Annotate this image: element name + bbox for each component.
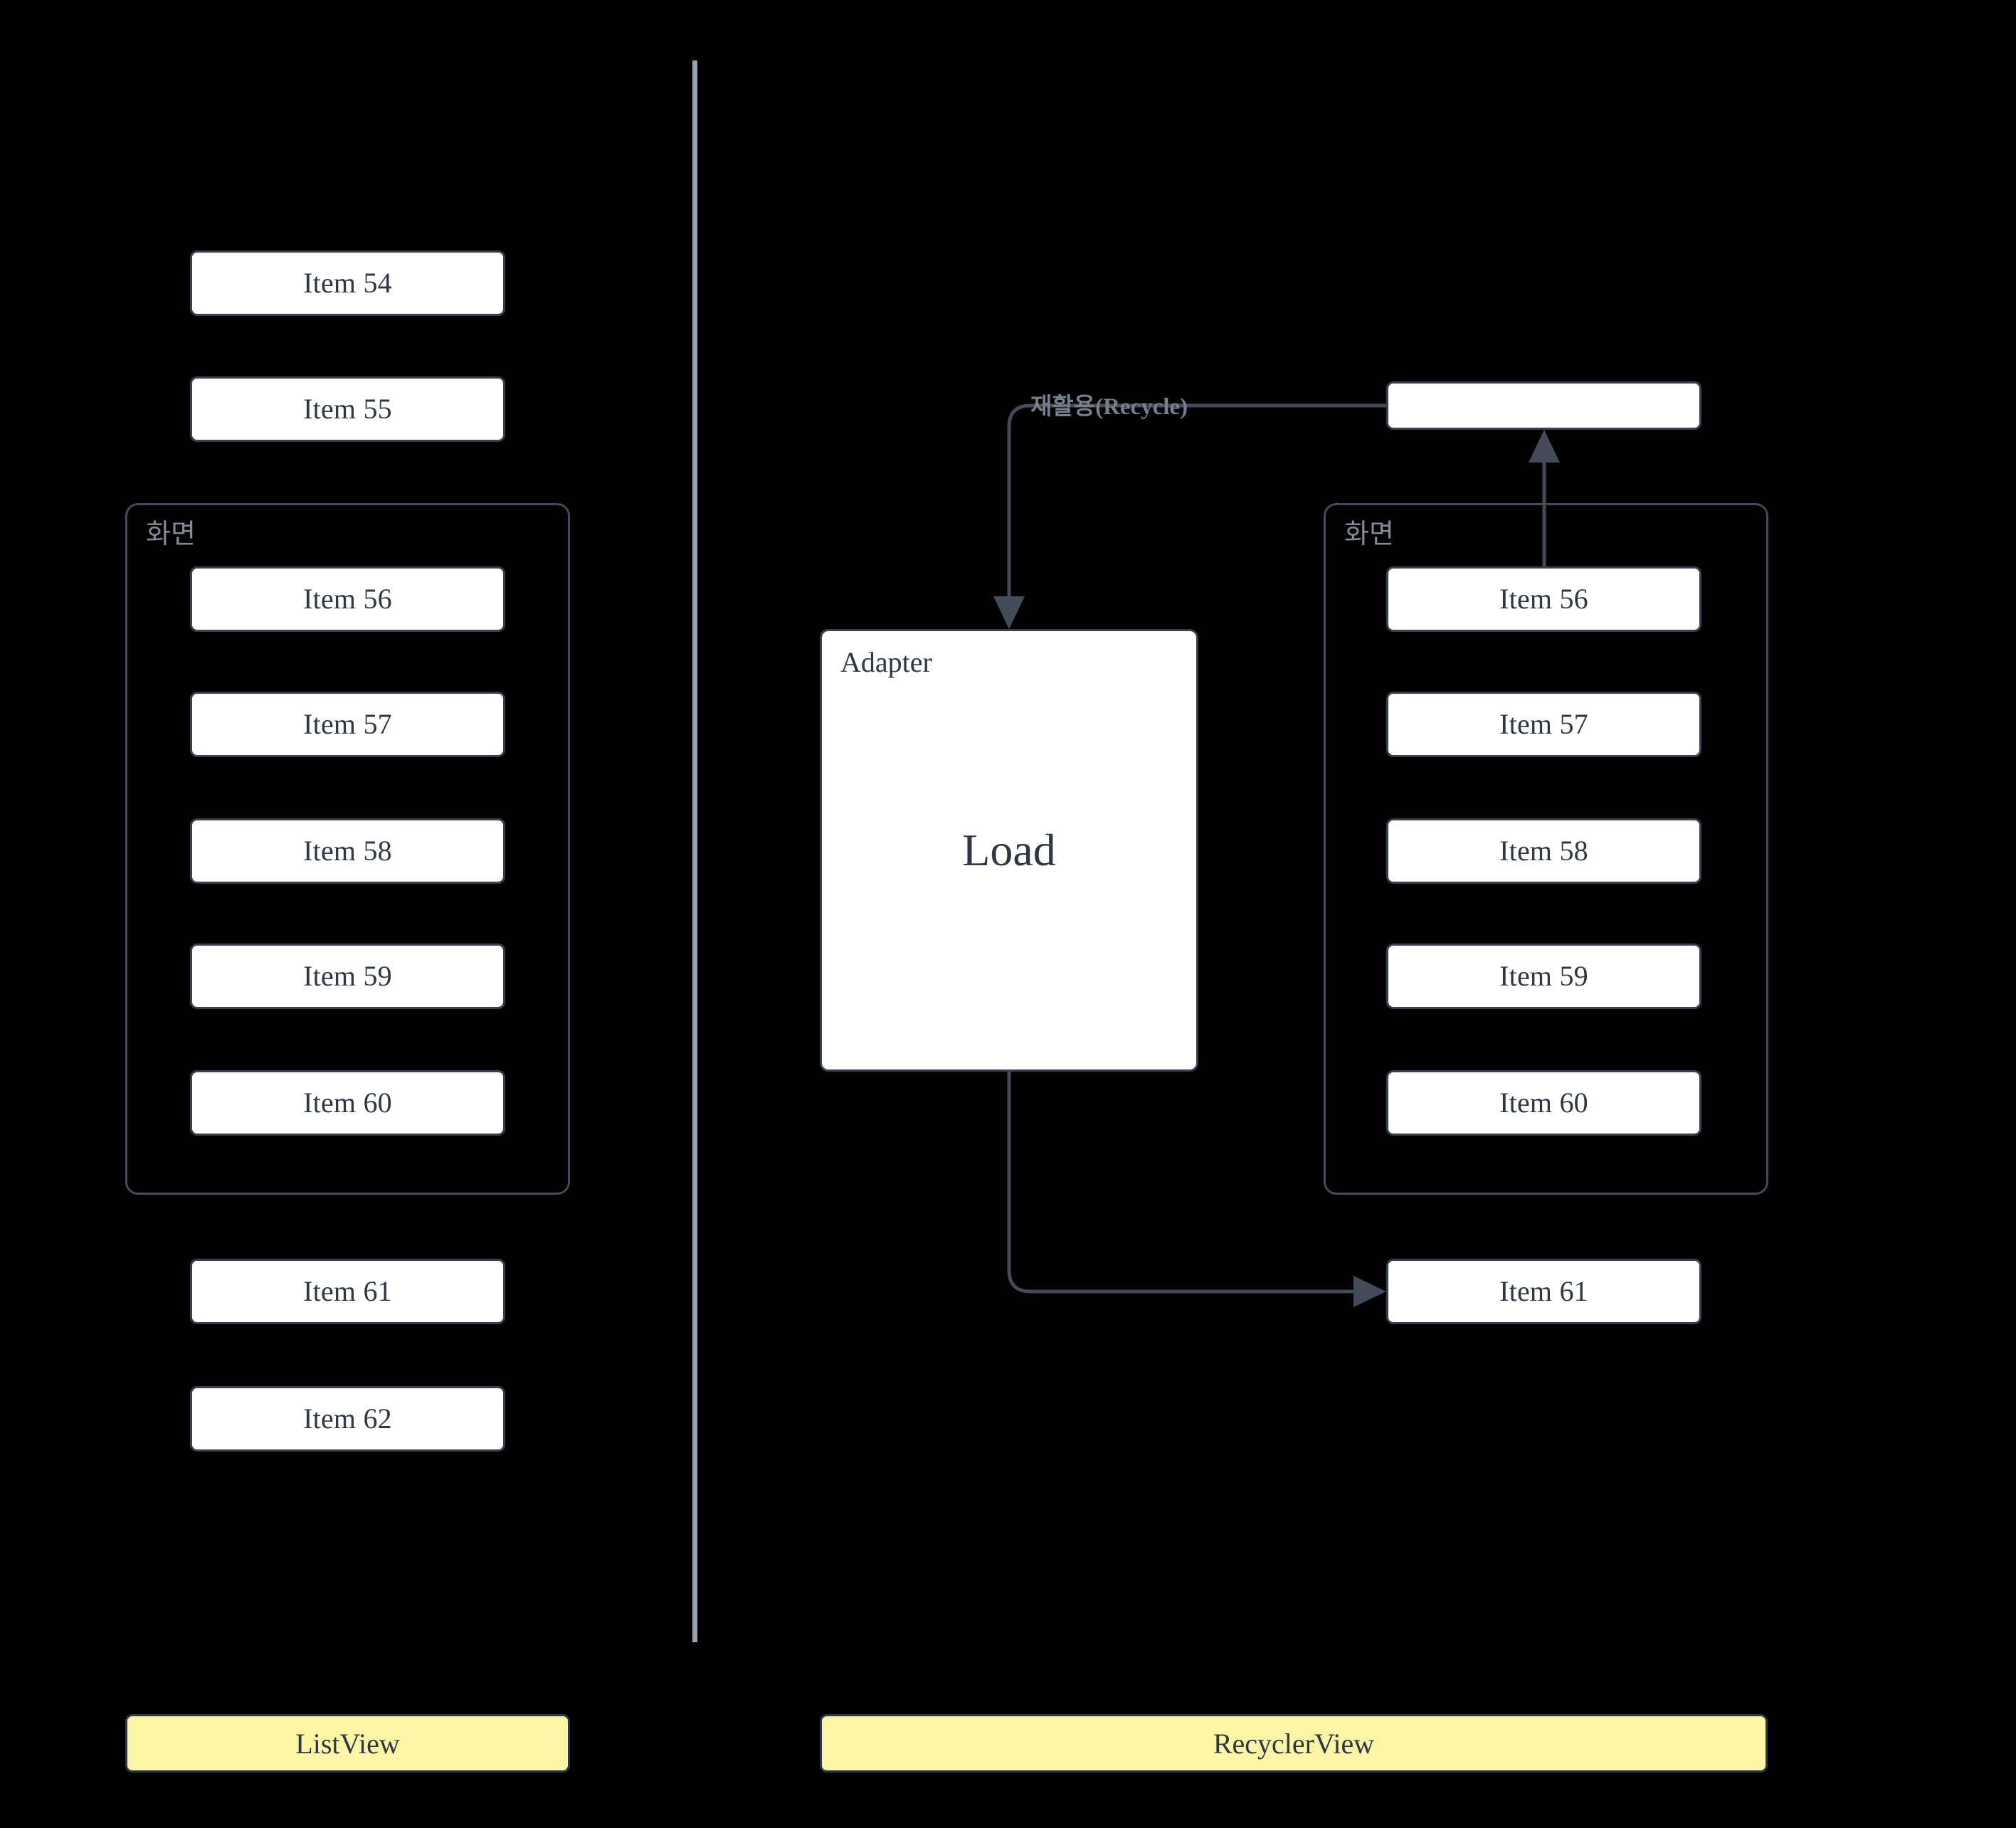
recycle-arrowhead [993,596,1025,629]
list-item[interactable]: Item 55 [190,376,505,442]
list-item[interactable]: Item 54 [190,250,505,316]
list-item[interactable]: Item 57 [190,692,505,757]
bind-arrowhead [1529,430,1560,463]
screen-container-left: 화면 [125,503,570,1195]
list-item-label: Item 61 [1499,1275,1588,1307]
list-item-label: Item 57 [1499,708,1588,740]
recycled-view-holder[interactable] [1386,381,1701,430]
list-item[interactable]: Item 59 [190,944,505,1009]
list-item-label: Item 60 [1499,1087,1588,1119]
screen-label: 화면 [1344,519,1394,549]
vertical-divider [692,60,697,1642]
list-item[interactable]: Item 60 [1386,1070,1701,1136]
list-item-label: Item 56 [303,583,392,615]
list-item[interactable]: Item 57 [1386,692,1701,757]
list-item[interactable]: Item 61 [190,1259,505,1324]
list-item-label: Item 58 [1499,835,1588,867]
legend-listview-label: ListView [295,1727,400,1760]
legend-recyclerview[interactable]: RecyclerView [820,1714,1768,1772]
list-item-label: Item 54 [303,267,392,299]
list-item-label: Item 56 [1499,583,1588,615]
list-item-label: Item 59 [303,960,392,992]
list-item-label: Item 55 [303,393,392,425]
screen-label: 화면 [146,519,196,549]
list-item[interactable]: Item 56 [190,566,505,632]
adapter-title: Adapter [840,646,932,678]
load-arrowhead [1353,1276,1386,1307]
list-item-label: Item 61 [303,1275,392,1307]
adapter-load-label: Load [962,825,1056,875]
list-item-label: Item 59 [1499,960,1588,992]
list-item-label: Item 57 [303,708,392,740]
list-item[interactable]: Item 59 [1386,944,1701,1009]
list-item-label: Item 60 [303,1087,392,1119]
legend-listview[interactable]: ListView [125,1714,570,1772]
list-item[interactable]: Item 58 [190,818,505,884]
list-item[interactable]: Item 62 [190,1386,505,1452]
list-item[interactable]: Item 58 [1386,818,1701,884]
list-item-label: Item 62 [303,1402,392,1435]
list-item-label: Item 58 [303,835,392,867]
list-item[interactable]: Item 60 [190,1070,505,1136]
recycle-edge-label: 재활용(Recycle) [1030,393,1188,420]
adapter-box[interactable]: Adapter Load [820,629,1198,1072]
load-edge [1007,1072,1365,1294]
list-item[interactable]: Item 61 [1386,1259,1701,1324]
legend-recyclerview-label: RecyclerView [1213,1727,1375,1760]
list-item[interactable]: Item 56 [1386,566,1701,632]
